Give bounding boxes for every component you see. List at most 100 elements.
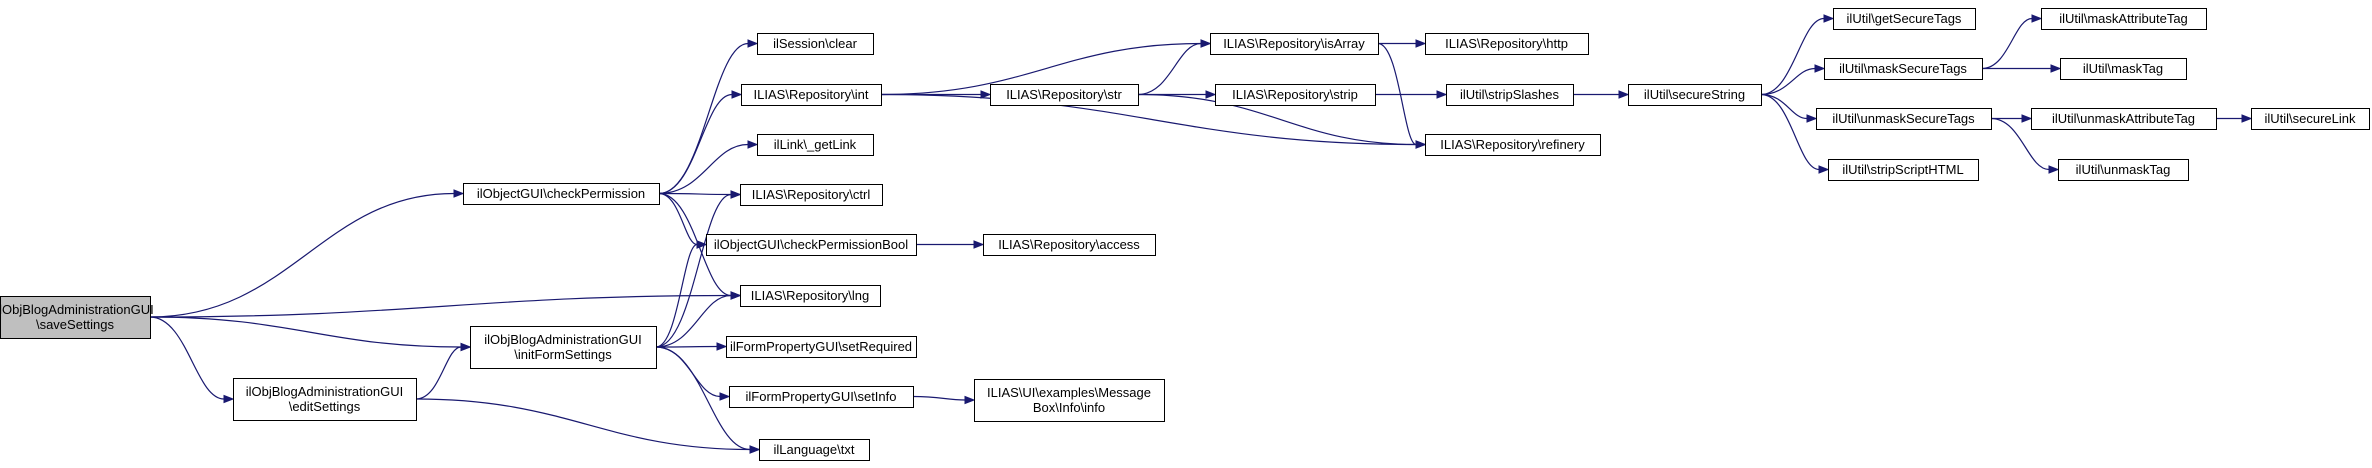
node-box bbox=[759, 439, 870, 461]
edge-root-to-checkPermission bbox=[149, 189, 465, 318]
graph-node-setInfo[interactable]: ilFormPropertyGUI\setInfo bbox=[729, 386, 914, 408]
edge-checkPermission-to-sessionClear bbox=[658, 39, 759, 195]
graph-node-checkPermission[interactable]: ilObjectGUI\checkPermission bbox=[463, 183, 660, 205]
edge-unmaskAttributeTag-to-secureLink bbox=[2216, 114, 2253, 123]
node-label: ILIAS\Repository\http bbox=[1445, 36, 1568, 51]
edge-checkPermissionBool-to-access bbox=[916, 240, 985, 249]
edge-secureString-to-getSecureTags bbox=[1760, 14, 1835, 96]
graph-node-strip[interactable]: ILIAS\Repository\strip bbox=[1215, 84, 1376, 106]
graph-node-stripSlashes[interactable]: ilUtil\stripSlashes bbox=[1446, 84, 1574, 106]
graph-node-maskAttributeTag[interactable]: ilUtil\maskAttributeTag bbox=[2041, 8, 2207, 30]
node-box bbox=[1425, 33, 1589, 55]
graph-node-stripScriptHTML[interactable]: ilUtil\stripScriptHTML bbox=[1828, 159, 1979, 181]
node-box bbox=[463, 183, 660, 205]
graph-node-editSettings[interactable]: ilObjBlogAdministrationGUI\editSettings bbox=[233, 378, 417, 421]
edge-secureString-to-unmaskSecureTags bbox=[1760, 93, 1818, 123]
graph-node-setRequired[interactable]: ilFormPropertyGUI\setRequired bbox=[726, 336, 917, 358]
node-label: \saveSettings bbox=[36, 317, 115, 332]
node-label: ILIAS\Repository\isArray bbox=[1223, 36, 1365, 51]
edge-line bbox=[658, 93, 733, 195]
edge-initFormSettings-to-checkPermissionBool bbox=[655, 240, 708, 348]
node-label: ilFormPropertyGUI\setRequired bbox=[730, 339, 912, 354]
edge-checkPermission-to-getLink bbox=[658, 140, 759, 195]
arrow-head-icon bbox=[730, 190, 742, 199]
edge-line bbox=[1760, 93, 1808, 120]
edge-line bbox=[415, 346, 462, 400]
edge-line bbox=[655, 294, 732, 348]
edge-line bbox=[655, 345, 718, 348]
edge-unmaskSecureTags-to-unmaskAttributeTag bbox=[1991, 114, 2033, 123]
arrow-head-icon bbox=[2048, 165, 2060, 174]
arrow-head-icon bbox=[2031, 14, 2043, 23]
edge-initFormSettings-to-lng bbox=[655, 291, 742, 348]
graph-node-getLink[interactable]: ilLink\_getLink bbox=[757, 134, 874, 156]
node-box bbox=[2058, 159, 2189, 181]
arrow-head-icon bbox=[1436, 90, 1448, 99]
graph-node-repoStr[interactable]: ILIAS\Repository\str bbox=[990, 84, 1139, 106]
edge-line bbox=[658, 192, 698, 246]
arrow-head-icon bbox=[1818, 165, 1830, 174]
graph-node-secureLink[interactable]: ilUtil\secureLink bbox=[2251, 108, 2370, 130]
edge-secureString-to-maskSecureTags bbox=[1760, 64, 1826, 96]
node-label: \editSettings bbox=[289, 399, 361, 414]
graph-node-unmaskSecureTags[interactable]: ilUtil\unmaskSecureTags bbox=[1816, 108, 1992, 130]
edge-line bbox=[880, 93, 1417, 146]
graph-node-secureString[interactable]: ilUtil\secureString bbox=[1628, 84, 1762, 106]
node-box bbox=[0, 296, 151, 339]
node-box bbox=[2060, 58, 2187, 80]
edge-line bbox=[1990, 117, 2050, 171]
node-label: ILIAS\Repository\str bbox=[1006, 87, 1122, 102]
arrow-head-icon bbox=[696, 240, 708, 249]
graph-node-isArray[interactable]: ILIAS\Repository\isArray bbox=[1210, 33, 1379, 55]
graph-node-checkPermissionBool[interactable]: ilObjectGUI\checkPermissionBool bbox=[706, 234, 917, 256]
node-box bbox=[1425, 134, 1601, 156]
arrow-head-icon bbox=[747, 39, 759, 48]
node-label: ILIAS\Repository\ctrl bbox=[752, 187, 871, 202]
edge-line bbox=[1760, 17, 1825, 96]
edge-repoStr-to-isArray bbox=[1137, 39, 1212, 96]
edge-line bbox=[415, 398, 751, 451]
edge-line bbox=[1760, 67, 1816, 96]
arrow-head-icon bbox=[2021, 114, 2033, 123]
graph-node-access[interactable]: ILIAS\Repository\access bbox=[983, 234, 1156, 256]
edge-editSettings-to-initFormSettings bbox=[415, 342, 472, 400]
graph-node-sessionClear[interactable]: ilSession\clear bbox=[757, 33, 874, 55]
edge-strip-to-stripSlashes bbox=[1375, 90, 1448, 99]
node-box bbox=[233, 378, 417, 421]
edge-setInfo-to-messageBoxInfo bbox=[912, 395, 976, 405]
edge-secureString-to-stripScriptHTML bbox=[1760, 93, 1830, 174]
node-box bbox=[1210, 33, 1379, 55]
arrow-head-icon bbox=[453, 189, 465, 198]
node-label: ilObjBlogAdministrationGUI bbox=[0, 302, 154, 317]
graph-node-unmaskTag[interactable]: ilUtil\unmaskTag bbox=[2058, 159, 2189, 181]
graph-node-root[interactable]: ilObjBlogAdministrationGUI\saveSettings bbox=[0, 296, 154, 339]
graph-node-txt[interactable]: ilLanguage\txt bbox=[759, 439, 870, 461]
arrow-head-icon bbox=[2241, 114, 2253, 123]
graph-node-lng[interactable]: ILIAS\Repository\lng bbox=[740, 285, 881, 307]
node-box bbox=[974, 379, 1165, 422]
graph-node-maskSecureTags[interactable]: ilUtil\maskSecureTags bbox=[1824, 58, 1983, 80]
graph-node-repoInt[interactable]: ILIAS\Repository\int bbox=[741, 84, 882, 106]
graph-node-initFormSettings[interactable]: ilObjBlogAdministrationGUI\initFormSetti… bbox=[470, 326, 657, 369]
graph-node-unmaskAttributeTag[interactable]: ilUtil\unmaskAttributeTag bbox=[2031, 108, 2217, 130]
graph-node-refinery[interactable]: ILIAS\Repository\refinery bbox=[1425, 134, 1601, 156]
arrow-head-icon bbox=[2050, 64, 2062, 73]
edge-line bbox=[1137, 42, 1202, 96]
node-label: ilFormPropertyGUI\setInfo bbox=[746, 389, 897, 404]
node-box bbox=[2251, 108, 2370, 130]
arrow-head-icon bbox=[716, 342, 728, 351]
node-label: ILIAS\UI\examples\Message bbox=[987, 385, 1151, 400]
arrow-head-icon bbox=[730, 291, 742, 300]
node-label: ilObjectGUI\checkPermissionBool bbox=[714, 237, 908, 252]
arrow-head-icon bbox=[719, 392, 731, 401]
graph-node-http[interactable]: ILIAS\Repository\http bbox=[1425, 33, 1589, 55]
graph-node-maskTag[interactable]: ilUtil\maskTag bbox=[2060, 58, 2187, 80]
arrow-head-icon bbox=[964, 395, 976, 405]
graph-node-ctrl[interactable]: ILIAS\Repository\ctrl bbox=[740, 184, 883, 206]
node-box bbox=[2041, 8, 2207, 30]
node-label: ILIAS\Repository\int bbox=[754, 87, 869, 102]
node-box bbox=[1824, 58, 1983, 80]
node-label: ilUtil\getSecureTags bbox=[1847, 11, 1962, 26]
graph-node-getSecureTags[interactable]: ilUtil\getSecureTags bbox=[1833, 8, 1976, 30]
